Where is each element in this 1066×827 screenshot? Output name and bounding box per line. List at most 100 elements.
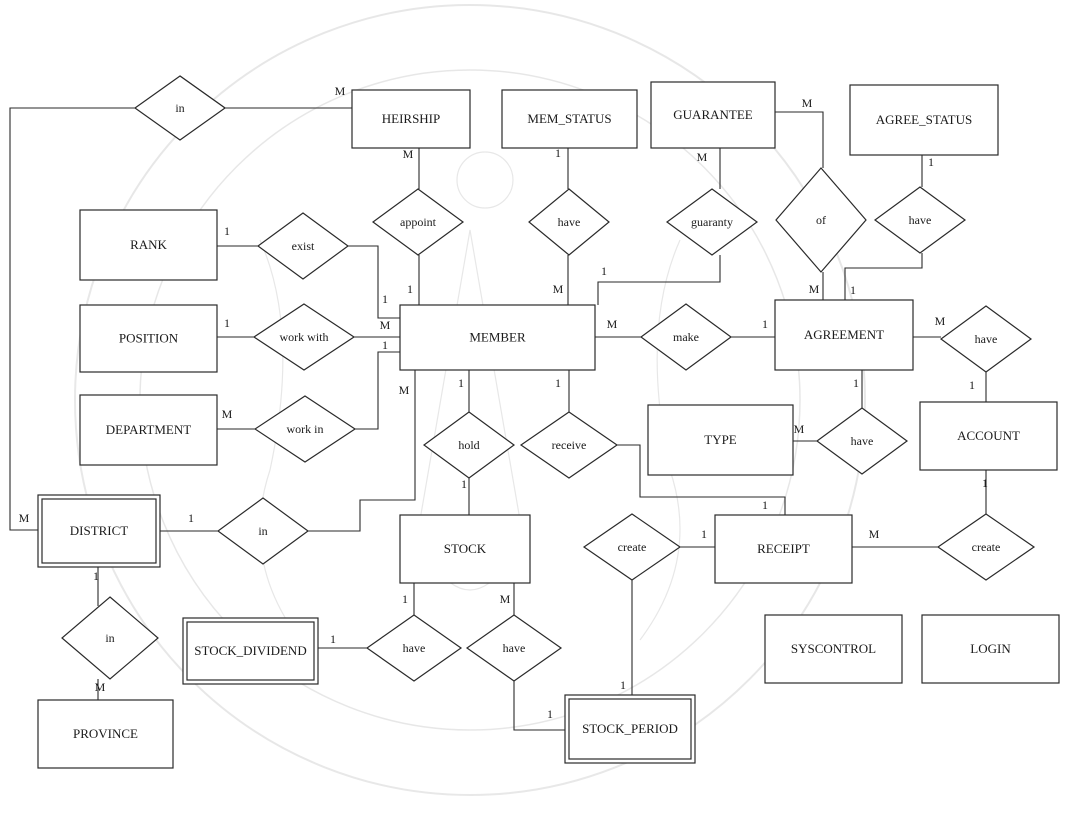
relationship-have-period: have (467, 615, 561, 681)
relationship-have-account: have (941, 306, 1031, 372)
relationship-work-in: work in (255, 396, 355, 462)
relationship-have-dividend: have (367, 615, 461, 681)
relationship-label: exist (292, 239, 315, 253)
relationship-make: make (641, 304, 731, 370)
entity-rank: RANK (80, 210, 217, 280)
connector-line-13 (348, 246, 400, 318)
entity-stock-period: STOCK_PERIOD (565, 695, 695, 763)
cardinality-label: 1 (458, 376, 464, 390)
entity-label: LOGIN (970, 641, 1011, 656)
cardinality-label: M (794, 422, 805, 436)
cardinality-label: 1 (555, 146, 561, 160)
relationship-label: work in (287, 422, 324, 436)
relationship-label: in (258, 524, 267, 538)
cardinality-label: 1 (224, 316, 230, 330)
connector-line-11 (845, 253, 922, 300)
entity-label: AGREEMENT (804, 327, 884, 342)
entity-label: POSITION (119, 330, 179, 345)
relationship-exist: exist (258, 213, 348, 279)
entity-account: ACCOUNT (920, 402, 1057, 470)
entity-mem-status: MEM_STATUS (502, 90, 637, 148)
cardinality-label: M (809, 282, 820, 296)
cardinality-label: 1 (382, 292, 388, 306)
relationship-create-receipt: create (584, 514, 680, 580)
cardinality-label: 1 (461, 477, 467, 491)
entity-province: PROVINCE (38, 700, 173, 768)
entity-label: DEPARTMENT (106, 422, 191, 437)
entity-label: TYPE (704, 432, 737, 447)
cardinality-label: 1 (402, 592, 408, 606)
relationship-of: of (776, 168, 866, 272)
relationship-label: in (175, 101, 184, 115)
cardinality-label: 1 (407, 282, 413, 296)
cardinality-label: 1 (93, 569, 99, 583)
entity-guarantee: GUARANTEE (651, 82, 775, 148)
cardinality-label: 1 (601, 264, 607, 278)
connector-line-8 (775, 112, 823, 168)
cardinality-label: 1 (701, 527, 707, 541)
entity-receipt: RECEIPT (715, 515, 852, 583)
cardinality-label: 1 (620, 678, 626, 692)
cardinality-label: M (19, 511, 30, 525)
cardinality-label: M (403, 147, 414, 161)
cardinality-label: 1 (853, 376, 859, 390)
cardinality-label: 1 (224, 224, 230, 238)
entity-label: STOCK_PERIOD (582, 721, 678, 736)
cardinality-label: 1 (762, 498, 768, 512)
relationship-create-account: create (938, 514, 1034, 580)
relationship-have-agree-status: have (875, 187, 965, 253)
cardinality-label: M (553, 282, 564, 296)
relationship-label: have (851, 434, 874, 448)
cardinality-label: 1 (850, 283, 856, 297)
entity-label: STOCK (444, 541, 487, 556)
relationship-label: guaranty (691, 215, 733, 229)
cardinality-label: M (697, 150, 708, 164)
entity-label: GUARANTEE (673, 107, 752, 122)
entity-stock-dividend: STOCK_DIVIDEND (183, 618, 318, 684)
cardinality-label: M (500, 592, 511, 606)
entity-label: HEIRSHIP (382, 111, 441, 126)
relationship-label: create (618, 540, 647, 554)
entity-label: MEM_STATUS (527, 111, 611, 126)
connector-line-7 (598, 255, 720, 305)
entity-label: MEMBER (469, 329, 526, 344)
cardinality-label: M (935, 314, 946, 328)
connector-line-39 (514, 681, 565, 730)
relationship-label: receive (552, 438, 587, 452)
relationship-in-province: in (62, 597, 158, 679)
relationship-in-top: in (135, 76, 225, 140)
relationship-label: in (105, 631, 114, 645)
relationship-label: have (558, 215, 581, 229)
relationship-label: work with (280, 330, 329, 344)
relationship-appoint: appoint (373, 189, 463, 255)
connector-line-17 (355, 352, 400, 429)
relationship-label: have (503, 641, 526, 655)
cardinality-label: 1 (330, 632, 336, 646)
cardinality-label: 1 (382, 338, 388, 352)
cardinality-label: M (399, 383, 410, 397)
cardinality-label: M (335, 84, 346, 98)
relationship-have-status: have (529, 189, 609, 255)
cardinality-label: 1 (928, 155, 934, 169)
entity-label: ACCOUNT (957, 428, 1020, 443)
relationship-in-district: in (218, 498, 308, 564)
cardinality-label: M (222, 407, 233, 421)
cardinality-label: M (802, 96, 813, 110)
entity-login: LOGIN (922, 615, 1059, 683)
relationship-label: have (909, 213, 932, 227)
cardinality-label: 1 (188, 511, 194, 525)
cardinality-label: M (380, 318, 391, 332)
relationship-hold: hold (424, 412, 514, 478)
cardinality-label: M (95, 680, 106, 694)
cardinality-label: 1 (969, 378, 975, 392)
cardinality-label: M (607, 317, 618, 331)
relationship-label: hold (458, 438, 479, 452)
entity-position: POSITION (80, 305, 217, 372)
relationship-work-with: work with (254, 304, 354, 370)
relationship-label: have (975, 332, 998, 346)
entity-department: DEPARTMENT (80, 395, 217, 465)
cardinality-label: 1 (555, 376, 561, 390)
entity-agree-status: AGREE_STATUS (850, 85, 998, 155)
relationship-label: of (816, 213, 826, 227)
